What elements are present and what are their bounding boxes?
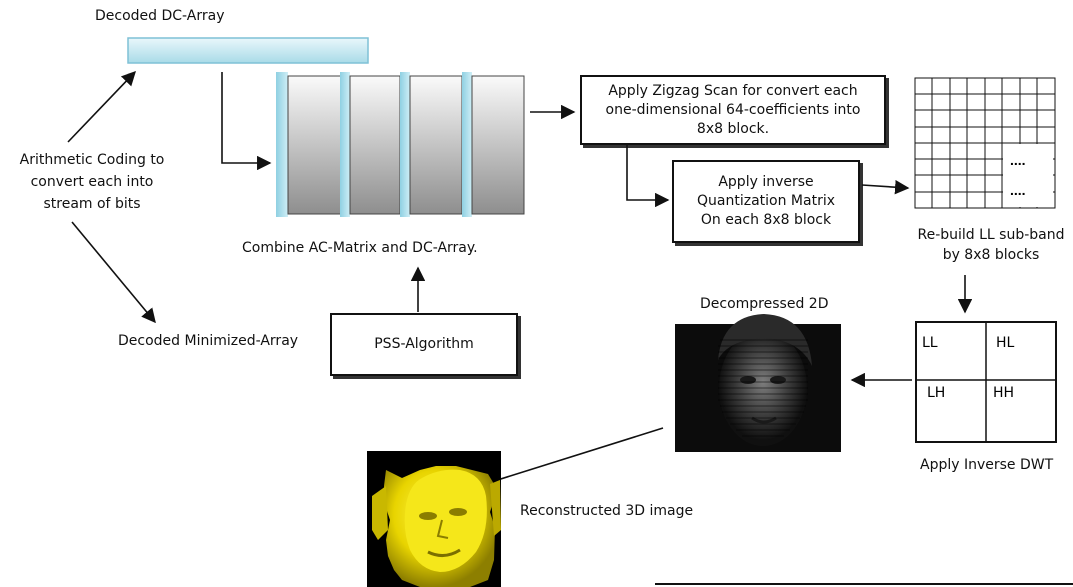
- apply-dwt-label: Apply Inverse DWT: [920, 457, 1054, 473]
- rebuild-label: Re-build LL sub-band by 8x8 blocks: [910, 225, 1072, 265]
- ac-matrix: [276, 72, 525, 217]
- dwt-hl: HL: [996, 335, 1015, 351]
- quant-line-3: On each 8x8 block: [700, 212, 832, 228]
- zigzag-line-3: 8x8 block.: [696, 120, 770, 137]
- zigzag-box: Apply Zigzag Scan for convert each one-d…: [580, 75, 886, 145]
- arith-line-1: Arithmetic Coding to: [19, 152, 165, 168]
- grid-dots-1: ....: [1010, 152, 1026, 168]
- dwt-ll: LL: [922, 335, 938, 351]
- dwt-hh: HH: [993, 385, 1014, 401]
- rebuild-line-1: Re-build LL sub-band: [917, 227, 1065, 243]
- quantization-box: Apply inverse Quantization Matrix On eac…: [672, 160, 860, 243]
- decompressed-2d-image: [675, 314, 841, 452]
- quant-line-2: Quantization Matrix: [697, 193, 835, 209]
- rebuild-line-2: by 8x8 blocks: [942, 247, 1040, 263]
- dwt-lh: LH: [927, 385, 945, 401]
- decoded-minimized-label: Decoded Minimized-Array: [118, 333, 299, 349]
- zigzag-line-2: one-dimensional 64-coefficients into: [605, 101, 861, 118]
- zigzag-line-1: Apply Zigzag Scan for convert each: [608, 82, 858, 99]
- dwt-box: LL HL LH HH: [915, 321, 1057, 443]
- arithmetic-coding-label: Arithmetic Coding to convert each into s…: [4, 149, 180, 215]
- arith-line-3: stream of bits: [43, 196, 141, 212]
- decompressed-label: Decompressed 2D: [700, 296, 829, 312]
- decoded-dc-label: Decoded DC-Array: [95, 8, 225, 24]
- arith-line-2: convert each into: [30, 174, 154, 190]
- dc-array-bar: [127, 37, 369, 64]
- reconstructed-3d-image: [367, 451, 501, 587]
- grid-dots-2: ....: [1010, 182, 1026, 198]
- combine-label: Combine AC-Matrix and DC-Array.: [242, 240, 478, 256]
- pss-algorithm-box: PSS-Algorithm: [330, 313, 518, 376]
- reconstructed-label: Reconstructed 3D image: [520, 503, 694, 519]
- quant-line-1: Apply inverse: [718, 174, 814, 190]
